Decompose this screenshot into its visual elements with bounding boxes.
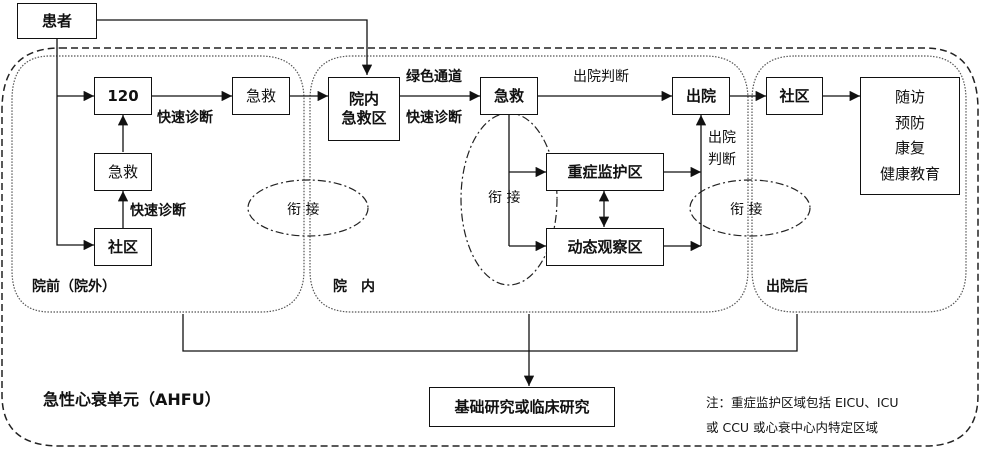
followup-item: 随访 bbox=[894, 88, 925, 106]
inhospital-er-line1: 院内 bbox=[348, 90, 379, 109]
diagram-title: 急性心衰单元（AHFU） bbox=[43, 390, 221, 409]
observation-node: 动态观察区 bbox=[546, 228, 664, 266]
section-posthospital: 出院后 bbox=[766, 279, 808, 295]
discharge-judgment-side-2: 判断 bbox=[708, 152, 736, 168]
prehospital-rescue-2-label: 急救 bbox=[107, 162, 138, 181]
note-line-2: 或 CCU 或心衰中心内特定区域 bbox=[706, 420, 879, 435]
followup-item: 预防 bbox=[894, 113, 925, 132]
call-120-node: 120 bbox=[94, 77, 152, 115]
link-label-1: 衔 接 bbox=[287, 202, 320, 218]
community-pre-node: 社区 bbox=[94, 228, 152, 266]
followup-item: 康复 bbox=[894, 139, 925, 157]
prehospital-rescue-2-node: 急救 bbox=[94, 153, 152, 191]
link-ellipse-1 bbox=[247, 179, 369, 237]
icu-node: 重症监护区 bbox=[546, 153, 664, 191]
icu-label: 重症监护区 bbox=[567, 162, 643, 181]
inhospital-rescue-node: 急救 bbox=[480, 77, 538, 115]
inhospital-er-line2: 急救区 bbox=[341, 109, 387, 127]
link-label-3: 衔 接 bbox=[730, 202, 763, 218]
section-prehospital: 院前（院外） bbox=[32, 279, 116, 295]
followup-item: 健康教育 bbox=[879, 164, 940, 183]
posthospital-panel bbox=[751, 55, 967, 313]
edge-patient-er bbox=[89, 19, 373, 75]
link-ellipse-3 bbox=[689, 179, 811, 237]
discharge-label: 出院 bbox=[685, 86, 716, 105]
prehospital-panel bbox=[11, 55, 305, 313]
inhospital-er-node: 院内 急救区 bbox=[328, 77, 400, 141]
link-label-2: 衔 接 bbox=[488, 190, 521, 206]
fast-diag-label-2: 快速诊断 bbox=[130, 203, 186, 219]
call-120-label: 120 bbox=[107, 86, 139, 105]
edge-patient-down bbox=[56, 38, 94, 251]
community-post-node: 社区 bbox=[766, 77, 823, 115]
patient-label: 患者 bbox=[41, 11, 72, 30]
section-inhospital: 院 内 bbox=[333, 279, 375, 295]
prehospital-rescue-label: 急救 bbox=[245, 86, 276, 105]
research-label: 基础研究或临床研究 bbox=[454, 397, 590, 416]
community-post-label: 社区 bbox=[779, 86, 810, 105]
patient-node: 患者 bbox=[17, 3, 97, 39]
fast-diag-label-3: 快速诊断 bbox=[406, 110, 462, 126]
discharge-judgment-top-label: 出院判断 bbox=[573, 69, 629, 85]
fast-diag-label-1: 快速诊断 bbox=[157, 110, 213, 126]
research-node: 基础研究或临床研究 bbox=[429, 387, 615, 427]
community-pre-label: 社区 bbox=[107, 237, 138, 256]
followup-node: 随访 预防 康复 健康教育 bbox=[860, 77, 960, 195]
prehospital-rescue-node: 急救 bbox=[232, 77, 290, 115]
discharge-judgment-side-1: 出院 bbox=[708, 130, 736, 146]
discharge-node: 出院 bbox=[672, 77, 730, 115]
green-channel-label: 绿色通道 bbox=[406, 69, 462, 85]
observation-label: 动态观察区 bbox=[567, 237, 643, 256]
inhospital-rescue-label: 急救 bbox=[493, 86, 524, 105]
note-line-1: 注：重症监护区域包括 EICU、ICU bbox=[706, 395, 899, 410]
edge-sections-research bbox=[182, 314, 798, 352]
